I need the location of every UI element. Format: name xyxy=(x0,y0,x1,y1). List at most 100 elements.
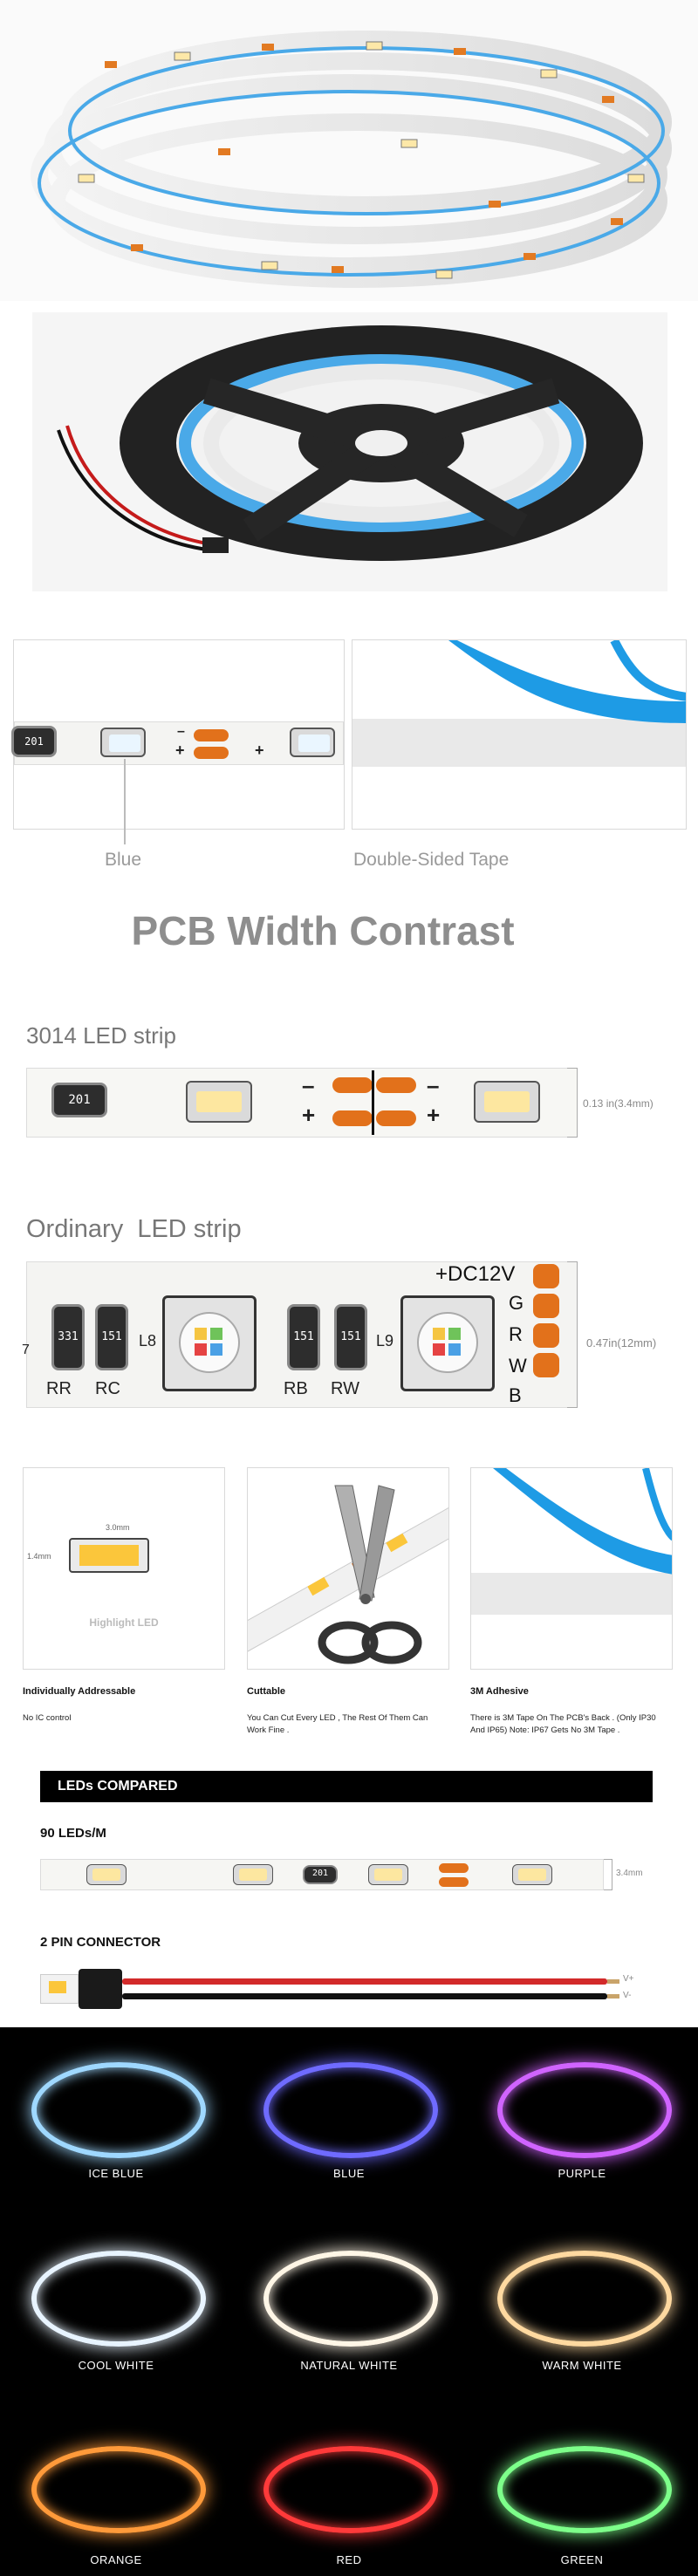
wire-red xyxy=(122,1978,607,1985)
resistor-chip: 151 xyxy=(95,1304,128,1370)
resistor-chip: 151 xyxy=(334,1304,367,1370)
plus-symbol: + xyxy=(255,741,264,759)
solder-pad xyxy=(376,1110,416,1126)
pin-label-g: G xyxy=(509,1292,524,1314)
color-label: PURPLE xyxy=(558,2167,606,2180)
led-label: L9 xyxy=(376,1332,394,1349)
wire-black xyxy=(122,1993,607,1999)
wire-label-negative: V- xyxy=(623,1991,632,2000)
strip-3014-diagram: 201 – + – + xyxy=(26,1068,578,1138)
color-label: WARM WHITE xyxy=(542,2359,622,2372)
connector-clip xyxy=(79,1969,122,2009)
feature-image-adhesive xyxy=(470,1467,673,1670)
pin-label-r: R xyxy=(509,1323,523,1345)
connector-illustration: V+ V- xyxy=(40,1967,634,2011)
width-bracket xyxy=(604,1859,612,1890)
glowing-strip xyxy=(31,2251,206,2347)
color-cell: GREEN xyxy=(466,2411,698,2576)
plus-symbol: + xyxy=(175,741,185,759)
feature-title: Individually Addressable xyxy=(23,1686,136,1697)
resistor-label: RC xyxy=(95,1379,120,1398)
resistor-chip: 151 xyxy=(287,1304,320,1370)
color-label: NATURAL WHITE xyxy=(300,2359,398,2372)
led-chip xyxy=(474,1081,540,1123)
color-cell: PURPLE xyxy=(466,2027,698,2219)
led-chip xyxy=(290,728,335,757)
solder-pad xyxy=(376,1077,416,1093)
resistor-chip: 201 xyxy=(11,726,57,757)
solder-pad xyxy=(439,1877,469,1887)
highlight-led-chip xyxy=(69,1538,149,1573)
feature-title: 3M Adhesive xyxy=(470,1686,529,1697)
strip-3014-label: 3014 LED strip xyxy=(26,1022,176,1049)
glowing-strip xyxy=(497,2446,672,2533)
color-label: GREEN xyxy=(560,2553,604,2566)
voltage-label: +DC12V xyxy=(435,1262,516,1286)
glowing-strip xyxy=(31,2446,206,2533)
feature-text: There is 3M Tape On The PCB's Back . (On… xyxy=(470,1713,656,1735)
color-cell: NATURAL WHITE xyxy=(232,2219,466,2411)
plus-symbol: + xyxy=(427,1102,441,1128)
strip-3014-width: 0.13 in(3.4mm) xyxy=(583,1097,654,1110)
plus-symbol: + xyxy=(302,1102,316,1128)
glowing-strip xyxy=(263,2251,438,2347)
glowing-strip xyxy=(263,2446,438,2533)
glowing-strip xyxy=(31,2062,206,2158)
color-cell: ICE BLUE xyxy=(0,2027,232,2219)
solder-pad-column xyxy=(533,1264,559,1407)
wire-red-tip xyxy=(607,1979,619,1984)
color-cell: RED xyxy=(232,2411,466,2576)
feature-text: You Can Cut Every LED , The Rest Of Them… xyxy=(247,1713,428,1735)
pin-label-b: B xyxy=(509,1384,522,1406)
connector-title: 2 PIN CONNECTOR xyxy=(40,1935,161,1950)
glowing-strip xyxy=(497,2062,672,2158)
adhesive-tape-illustration xyxy=(471,1468,672,1615)
resistor-chip: 331 xyxy=(51,1304,85,1370)
color-label: RED xyxy=(336,2553,362,2566)
wire-black-tip xyxy=(607,1994,619,1999)
color-label: COOL WHITE xyxy=(78,2359,154,2372)
glowing-strip xyxy=(263,2062,438,2158)
feature-image-addressable: 3.0mm 1.4mm Highlight LED xyxy=(23,1467,225,1670)
solder-pad xyxy=(439,1863,469,1873)
color-cell: ORANGE xyxy=(0,2411,232,2576)
minus-symbol: – xyxy=(302,1072,315,1098)
tape-illustration xyxy=(352,640,686,767)
led-chip xyxy=(368,1864,408,1885)
wire-label-positive: V+ xyxy=(623,1974,634,1984)
color-label: ICE BLUE xyxy=(88,2167,144,2180)
color-label: BLUE xyxy=(333,2167,365,2180)
led-label: L8 xyxy=(139,1332,157,1349)
color-cell: BLUE xyxy=(232,2027,466,2219)
reel-illustration xyxy=(57,325,643,561)
strip-ordinary-label: Ordinary LED strip xyxy=(26,1215,242,1243)
led-chip xyxy=(233,1864,273,1885)
minus-symbol: – xyxy=(177,724,185,739)
blue-caption: Blue xyxy=(105,850,142,870)
strip-ordinary-diagram: 7 331 151 RR RC L8 151 151 RB RW L9 +DC1… xyxy=(22,1261,578,1408)
product-photo-coil xyxy=(0,0,698,301)
minus-symbol: – xyxy=(427,1072,440,1098)
edge-digit: 7 xyxy=(22,1343,30,1357)
led-chip xyxy=(100,728,146,757)
coiled-strip-illustration xyxy=(31,31,672,288)
cut-line xyxy=(372,1070,374,1135)
width-bracket xyxy=(567,1068,578,1138)
resistor-label: RB xyxy=(284,1379,308,1398)
solder-pad xyxy=(194,729,229,741)
resistor-chip: 201 xyxy=(303,1865,338,1884)
back-side-frame xyxy=(352,639,687,830)
resistor-chip: 201 xyxy=(51,1083,107,1117)
resistor-label: RR xyxy=(46,1379,72,1398)
dimension-height: 1.4mm xyxy=(27,1552,51,1561)
led-chip xyxy=(186,1081,252,1123)
rgbw-led xyxy=(162,1295,257,1391)
compared-banner-text: LEDs COMPARED xyxy=(58,1779,178,1794)
scissors-cutting-strip xyxy=(248,1485,448,1664)
resistor-label: RW xyxy=(331,1379,359,1398)
strip-end-led xyxy=(49,1981,66,1993)
color-cell: WARM WHITE xyxy=(466,2219,698,2411)
compared-width: 3.4mm xyxy=(616,1869,643,1878)
dimension-width: 3.0mm xyxy=(106,1523,130,1532)
feature-title: Cuttable xyxy=(247,1686,285,1697)
